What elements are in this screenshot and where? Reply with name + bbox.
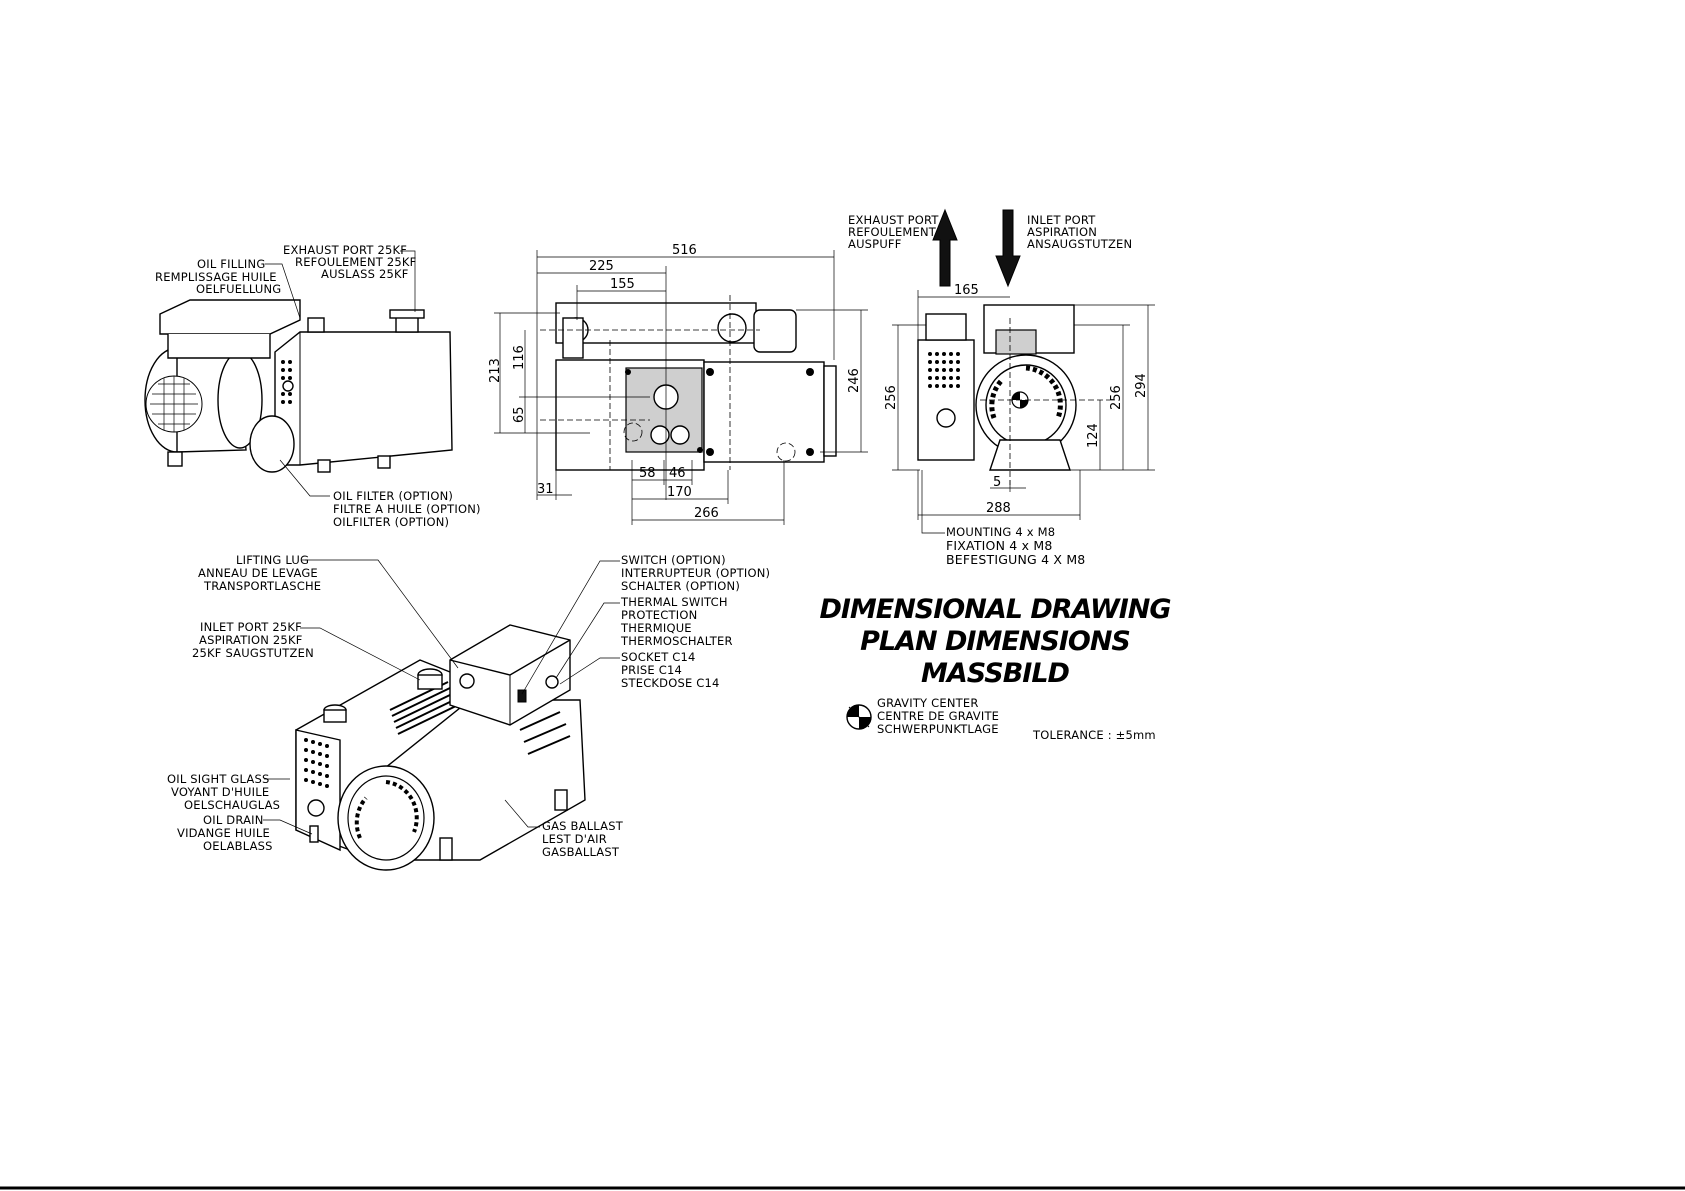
svg-text:EXHAUST PORT 25KF: EXHAUST PORT 25KF — [283, 243, 407, 257]
svg-text:GRAVITY CENTER: GRAVITY CENTER — [877, 696, 979, 710]
svg-text:GASBALLAST: GASBALLAST — [542, 845, 620, 859]
svg-text:ANSAUGSTUTZEN: ANSAUGSTUTZEN — [1027, 237, 1132, 251]
housing-vent-holes — [281, 360, 292, 404]
svg-text:THERMAL SWITCH: THERMAL SWITCH — [620, 595, 728, 609]
svg-text:OIL SIGHT GLASS: OIL SIGHT GLASS — [167, 772, 270, 786]
callout-inlet-port-25kf: INLET PORT 25KF ASPIRATION 25KF 25KF SAU… — [192, 620, 421, 681]
svg-text:GAS BALLAST: GAS BALLAST — [542, 819, 624, 833]
svg-text:MOUNTING 4 x M8: MOUNTING 4 x M8 — [946, 525, 1055, 539]
front-view-dimensions: 165 256 256 294 124 5 288 — [884, 283, 1155, 520]
pump-side-view — [540, 295, 837, 471]
dim-58: 58 — [639, 466, 656, 481]
exhaust-arrow-up — [932, 208, 958, 287]
drawing-title: DIMENSIONAL DRAWING PLAN DIMENSIONS MASS… — [819, 594, 1171, 689]
tolerance-note: TOLERANCE : ±5mm — [1032, 728, 1156, 742]
svg-text:OIL FILLING: OIL FILLING — [197, 257, 265, 271]
svg-text:PRISE C14: PRISE C14 — [621, 663, 682, 677]
svg-text:ASPIRATION 25KF: ASPIRATION 25KF — [199, 633, 303, 647]
svg-text:OIL FILTER (OPTION): OIL FILTER (OPTION) — [333, 489, 453, 503]
svg-text:LIFTING LUG: LIFTING LUG — [236, 553, 309, 567]
svg-text:THERMIQUE: THERMIQUE — [620, 621, 692, 635]
svg-text:OELABLASS: OELABLASS — [203, 839, 273, 853]
svg-text:PROTECTION: PROTECTION — [621, 608, 697, 622]
dim-246: 246 — [847, 368, 862, 393]
callout-oil-sight-glass: OIL SIGHT GLASS VOYANT D'HUILE OELSCHAUG… — [167, 772, 290, 812]
svg-text:EXHAUST PORT: EXHAUST PORT — [848, 213, 939, 227]
svg-text:VOYANT D'HUILE: VOYANT D'HUILE — [171, 785, 269, 799]
callout-oil-filling: OIL FILLING REMPLISSAGE HUILE OELFUELLUN… — [155, 257, 301, 319]
motor-fan-grille — [150, 376, 198, 432]
svg-text:FILTRE A HUILE (OPTION): FILTRE A HUILE (OPTION) — [333, 502, 481, 516]
dim-165: 165 — [954, 283, 979, 298]
svg-text:STECKDOSE C14: STECKDOSE C14 — [621, 676, 720, 690]
callout-inlet-port: INLET PORT ASPIRATION ANSAUGSTUTZEN — [1027, 213, 1132, 251]
dim-155: 155 — [610, 277, 635, 292]
svg-text:THERMOSCHALTER: THERMOSCHALTER — [620, 634, 733, 648]
svg-text:SOCKET C14: SOCKET C14 — [621, 650, 696, 664]
svg-text:25KF SAUGSTUTZEN: 25KF SAUGSTUTZEN — [192, 646, 314, 660]
dim-288: 288 — [986, 501, 1011, 516]
svg-text:AUSPUFF: AUSPUFF — [848, 237, 902, 251]
callout-exhaust-port-25kf: EXHAUST PORT 25KF REFOULEMENT 25KF AUSLA… — [283, 243, 416, 312]
svg-text:SCHWERPUNKTLAGE: SCHWERPUNKTLAGE — [877, 722, 999, 736]
callout-socket: SOCKET C14 PRISE C14 STECKDOSE C14 — [559, 650, 720, 690]
callout-oil-filter: OIL FILTER (OPTION) FILTRE A HUILE (OPTI… — [279, 459, 481, 529]
inlet-arrow-down — [995, 209, 1021, 288]
callout-lifting-lug: LIFTING LUG ANNEAU DE LEVAGE TRANSPORTLA… — [198, 553, 459, 669]
dim-31: 31 — [537, 482, 554, 497]
svg-text:AUSLASS 25KF: AUSLASS 25KF — [321, 267, 409, 281]
svg-text:OELFUELLUNG: OELFUELLUNG — [196, 282, 281, 296]
svg-text:INLET PORT: INLET PORT — [1027, 213, 1096, 227]
dim-225: 225 — [589, 259, 614, 274]
svg-text:REFOULEMENT 25KF: REFOULEMENT 25KF — [295, 255, 416, 269]
svg-text:CENTRE DE GRAVITE: CENTRE DE GRAVITE — [877, 709, 999, 723]
svg-text:FIXATION 4 x M8: FIXATION 4 x M8 — [946, 538, 1053, 553]
svg-text:REMPLISSAGE HUILE: REMPLISSAGE HUILE — [155, 270, 277, 284]
title-line-2: PLAN DIMENSIONS — [860, 626, 1130, 657]
callout-oil-drain: OIL DRAIN VIDANGE HUILE OELABLASS — [177, 813, 313, 853]
svg-text:REFOULEMENT: REFOULEMENT — [848, 225, 937, 239]
svg-text:SWITCH (OPTION): SWITCH (OPTION) — [621, 553, 726, 567]
svg-text:ASPIRATION: ASPIRATION — [1027, 225, 1097, 239]
svg-text:SCHALTER (OPTION): SCHALTER (OPTION) — [621, 579, 740, 593]
svg-text:OELSCHAUGLAS: OELSCHAUGLAS — [184, 798, 280, 812]
svg-text:TRANSPORTLASCHE: TRANSPORTLASCHE — [203, 579, 321, 593]
dim-213: 213 — [488, 358, 503, 383]
dim-256-left: 256 — [884, 385, 899, 410]
callout-mounting: MOUNTING 4 x M8 FIXATION 4 x M8 BEFESTIG… — [921, 470, 1085, 567]
pump-iso-view-bottom — [295, 624, 586, 871]
svg-text:ANNEAU DE LEVAGE: ANNEAU DE LEVAGE — [198, 566, 318, 580]
svg-text:OILFILTER (OPTION): OILFILTER (OPTION) — [333, 515, 449, 529]
side-view-dimensions: 516 225 155 213 116 65 246 31 58 46 170 — [488, 243, 868, 525]
dim-124: 124 — [1086, 423, 1101, 448]
callout-thermal-switch: THERMAL SWITCH PROTECTION THERMIQUE THER… — [555, 595, 733, 679]
dim-294: 294 — [1134, 373, 1149, 398]
dim-516: 516 — [672, 243, 697, 258]
svg-text:INLET PORT 25KF: INLET PORT 25KF — [200, 620, 302, 634]
gravity-center-legend: GRAVITY CENTER CENTRE DE GRAVITE SCHWERP… — [846, 696, 999, 736]
svg-text:BEFESTIGUNG 4 X M8: BEFESTIGUNG 4 X M8 — [946, 552, 1085, 567]
callout-exhaust-port: EXHAUST PORT REFOULEMENT AUSPUFF — [848, 213, 939, 251]
dim-65: 65 — [512, 406, 527, 423]
dim-266: 266 — [694, 506, 719, 521]
title-line-1: DIMENSIONAL DRAWING — [819, 594, 1170, 625]
callout-switch: SWITCH (OPTION) INTERRUPTEUR (OPTION) SC… — [521, 553, 770, 695]
svg-text:OIL DRAIN: OIL DRAIN — [203, 813, 264, 827]
svg-text:VIDANGE HUILE: VIDANGE HUILE — [177, 826, 270, 840]
pump-front-view — [917, 304, 1110, 485]
dim-5: 5 — [993, 475, 1001, 490]
svg-text:INTERRUPTEUR (OPTION): INTERRUPTEUR (OPTION) — [621, 566, 770, 580]
title-line-3: MASSBILD — [921, 658, 1070, 689]
dim-256-right: 256 — [1109, 385, 1124, 410]
gravity-center-icon — [846, 704, 872, 730]
dim-46: 46 — [669, 466, 686, 481]
pump-iso-view-top — [144, 299, 453, 473]
dim-116: 116 — [512, 345, 527, 370]
dim-170: 170 — [667, 485, 692, 500]
callout-gas-ballast: GAS BALLAST LEST D'AIR GASBALLAST — [504, 799, 624, 859]
svg-text:LEST D'AIR: LEST D'AIR — [542, 832, 607, 846]
